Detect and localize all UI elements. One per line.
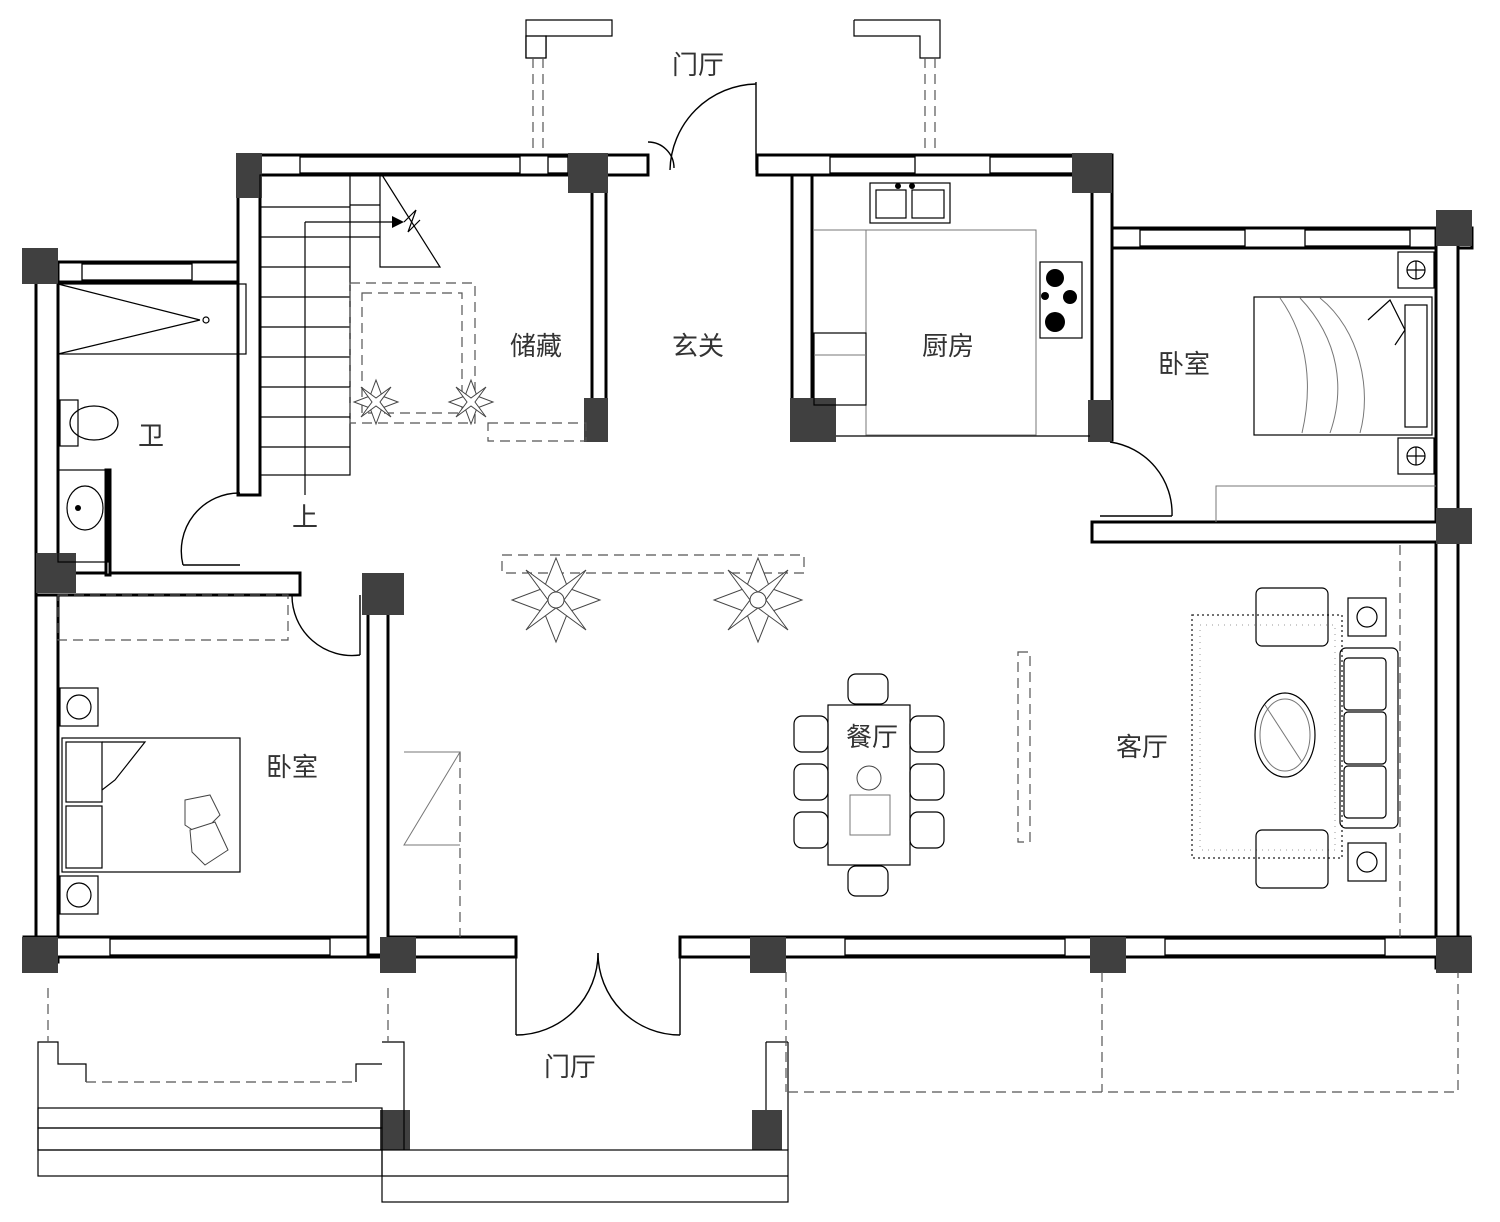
- label-living: 客厅: [1116, 733, 1168, 763]
- label-kitchen: 厨房: [922, 332, 974, 362]
- plant-icon: [352, 378, 400, 426]
- foyer-decor: [501, 554, 805, 644]
- east-bedroom-furniture: [1215, 251, 1436, 522]
- label-entrance-bottom: 门厅: [544, 1053, 596, 1083]
- label-stairs-up: 上: [292, 503, 318, 533]
- upper-porch: [525, 19, 941, 155]
- plant-icon: [510, 556, 602, 644]
- doors: [180, 82, 1173, 1036]
- kitchen-fixtures: [813, 182, 1083, 436]
- exterior-walls: [22, 153, 1474, 970]
- west-bedroom-furniture: [57, 594, 461, 915]
- label-foyer: 玄关: [672, 332, 724, 362]
- label-bedroom-west: 卧室: [266, 753, 318, 783]
- bathroom-fixtures: [57, 283, 247, 563]
- room-labels: 门厅 储藏 玄关 厨房 卧室 卫 上 餐厅 客厅 卧室 门厅: [138, 51, 1210, 1083]
- storage-decor: [349, 282, 587, 442]
- dining-table: [793, 651, 1031, 897]
- label-bedroom-east: 卧室: [1158, 350, 1210, 380]
- structural-columns: [22, 153, 1472, 1150]
- label-dining: 餐厅: [846, 723, 898, 753]
- living-furniture: [1191, 587, 1399, 889]
- staircase: [259, 174, 442, 495]
- label-bathroom: 卫: [138, 422, 164, 452]
- label-storage: 储藏: [510, 332, 562, 362]
- lower-porch: [37, 545, 1459, 1203]
- plant-icon: [447, 378, 495, 426]
- plant-icon: [712, 556, 804, 644]
- label-entrance-top: 门厅: [672, 51, 724, 81]
